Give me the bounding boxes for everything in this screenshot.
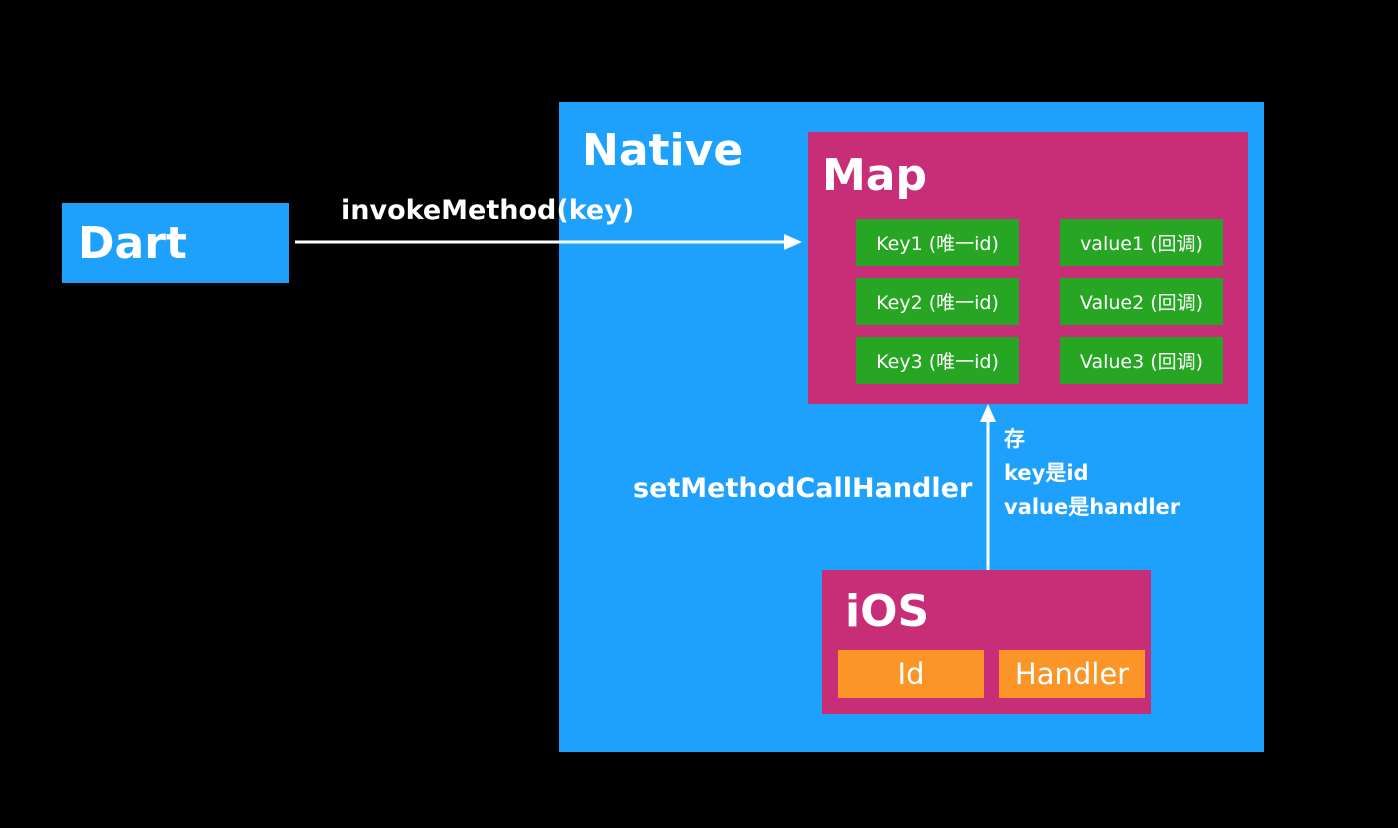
store-note-line-3: value是handler <box>1004 495 1181 519</box>
invoke-arrowhead <box>784 234 802 250</box>
ios-title: iOS <box>845 586 930 637</box>
ios-id-cell: Id <box>838 650 984 698</box>
store-note-line-1: 存 <box>1004 427 1025 451</box>
ios-box: iOS Id Handler <box>822 570 1151 714</box>
map-value-1: value1 (回调) <box>1060 219 1223 266</box>
native-title: Native <box>582 125 744 176</box>
set-handler-arrowhead <box>980 404 996 422</box>
map-box: Map Key1 (唯一id) Key2 (唯一id) Key3 (唯一id) … <box>808 132 1248 404</box>
map-title: Map <box>822 150 927 201</box>
dart-title: Dart <box>78 218 187 269</box>
map-value-2: Value2 (回调) <box>1060 278 1223 325</box>
map-key-1: Key1 (唯一id) <box>856 219 1019 266</box>
map-key-2: Key2 (唯一id) <box>856 278 1019 325</box>
set-method-call-handler-label: setMethodCallHandler <box>633 473 973 504</box>
ios-handler-cell: Handler <box>999 650 1145 698</box>
store-note: 存 key是id value是handler <box>1004 422 1180 524</box>
dart-box: Dart <box>62 203 289 283</box>
store-note-line-2: key是id <box>1004 461 1089 485</box>
map-value-3: Value3 (回调) <box>1060 337 1223 384</box>
invoke-method-label: invokeMethod(key) <box>341 195 635 226</box>
map-key-3: Key3 (唯一id) <box>856 337 1019 384</box>
